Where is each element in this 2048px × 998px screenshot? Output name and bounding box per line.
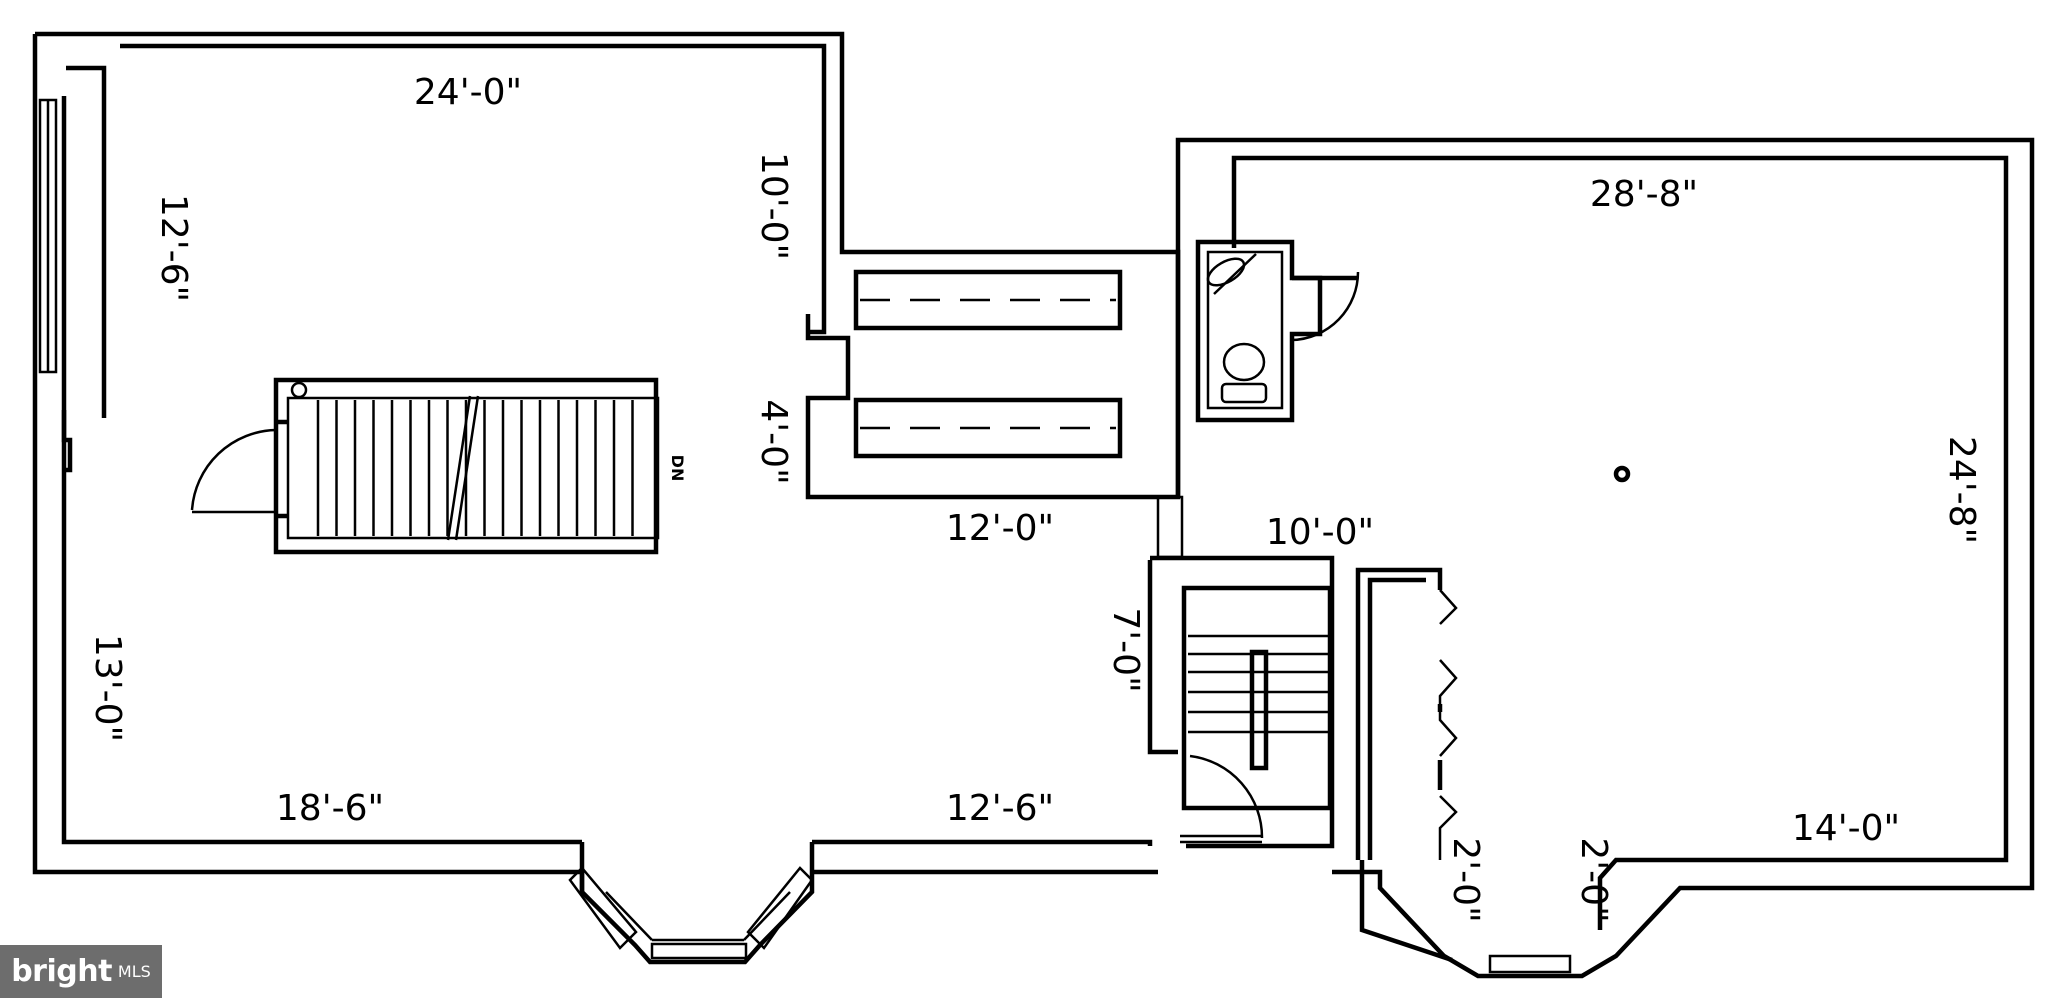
dim-stair-width: 10'-0" [1266,512,1374,553]
dim-bridge-opening: 4'-0" [753,399,794,484]
dim-left-top-width: 24'-0" [414,72,522,113]
dim-left-bottom-depth: 13'-0" [87,634,128,742]
dim-stair-depth: 7'-0" [1105,607,1146,692]
stair-direction-label: DN [668,455,687,482]
left-interior-wall [120,43,827,335]
ceiling-fixture [1613,465,1631,483]
bathroom-door-swing [1291,271,1360,342]
main-staircase [273,377,660,555]
stair-treads [316,400,634,536]
dim-hall-depth: 10'-0" [753,152,794,260]
dim-left-top-depth: 12'-6" [153,194,194,302]
watermark-suffix: MLS [117,962,151,981]
dim-right-width: 28'-8" [1590,174,1698,215]
dim-hall-length: 12'-0" [946,508,1054,549]
stair-door-swing [190,428,277,511]
hall-bridge-top [853,269,1123,331]
closet [1355,567,1458,860]
toilet-icon [1222,342,1266,382]
connector-post [1156,495,1184,559]
secondary-stairwell [1147,555,1335,849]
bay-window-right [1488,954,1572,974]
dim-left-bottom-width-2: 12'-6" [946,788,1054,829]
stair-break-line-2 [454,395,480,541]
dim-bay-side-2: 2'-0" [1573,837,1614,922]
watermark-brand: bright [11,954,112,989]
stair-break-line-1 [446,395,472,541]
right-exterior-wall [1175,137,2035,979]
stair-newel-post [290,381,308,399]
bright-mls-watermark: bright MLS [0,945,162,998]
sink-icon [1206,257,1246,287]
dim-left-bottom-width: 18'-6" [276,788,384,829]
right-interior-wall [1231,155,2009,930]
bay-window-left [568,842,815,965]
dim-bay-side-1: 2'-0" [1445,837,1486,922]
stairwell-door-swing [1189,754,1264,839]
dim-right-depth: 24'-8" [1941,436,1982,544]
left-exterior-wall [35,31,1181,500]
left-west-inner [61,96,582,845]
hall-bridge-bottom [853,397,1123,459]
dim-right-bottom-width: 14'-0" [1792,808,1900,849]
left-west-wall [32,34,585,892]
west-partition [66,65,107,418]
